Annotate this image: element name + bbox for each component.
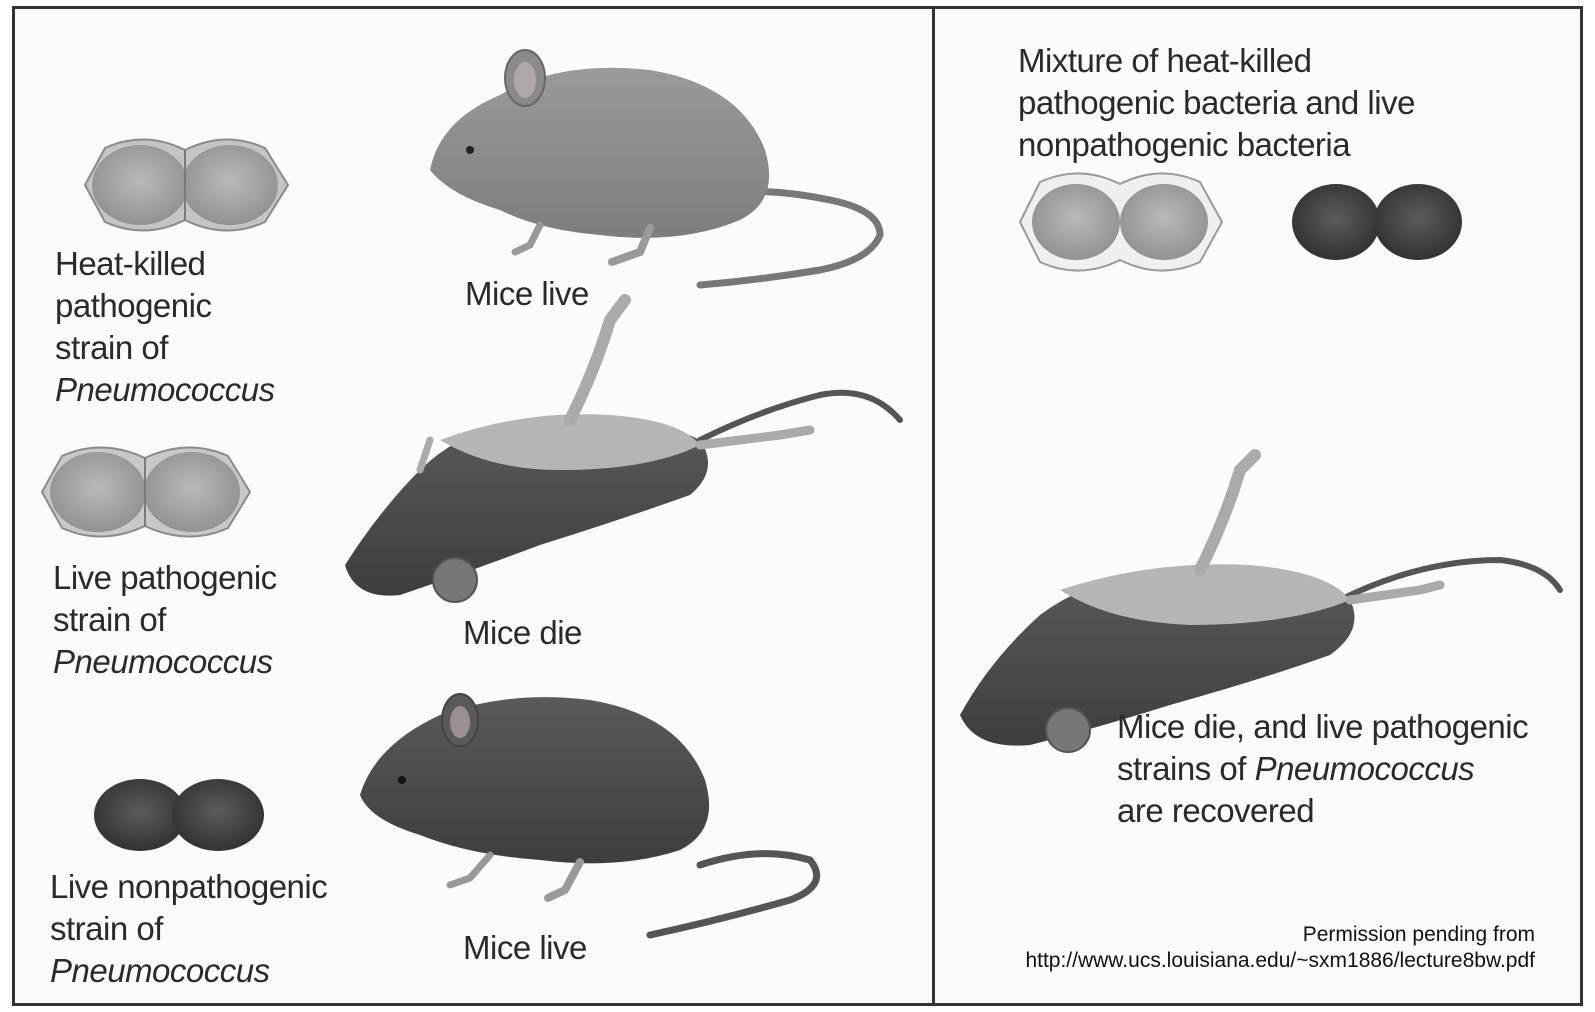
mixture-line-3: nonpathogenic bacteria xyxy=(1018,124,1415,166)
mixture-heat-killed-bacteria-icon xyxy=(1020,173,1222,270)
live-pathogenic-bacteria-icon xyxy=(42,447,250,536)
live-nonpathogenic-line-2: strain of xyxy=(50,908,327,950)
credit-block: Permission pending from http://www.ucs.l… xyxy=(1025,922,1535,974)
mixture-label: Mixture of heat-killed pathogenic bacter… xyxy=(1018,40,1415,166)
live-mouse-icon xyxy=(430,50,880,285)
live-mouse-dark-icon xyxy=(360,694,817,935)
heat-killed-line-1: Heat-killed xyxy=(55,243,275,285)
heat-killed-bacteria-icon xyxy=(85,139,288,230)
heat-killed-line-3: strain of xyxy=(55,327,275,369)
result-line-1: Mice die, and live pathogenic xyxy=(1117,706,1528,748)
mixture-line-1: Mixture of heat-killed xyxy=(1018,40,1415,82)
mice-live-label-2: Mice live xyxy=(463,927,587,969)
heat-killed-line-4: Pneumococcus xyxy=(55,369,275,411)
live-pathogenic-line-2: strain of xyxy=(53,599,277,641)
mixture-line-2: pathogenic bacteria and live xyxy=(1018,82,1415,124)
heat-killed-line-2: pathogenic xyxy=(55,285,275,327)
live-nonpathogenic-line-3: Pneumococcus xyxy=(50,950,327,992)
mice-die-label: Mice die xyxy=(463,612,582,654)
heat-killed-label: Heat-killed pathogenic strain of Pneumoc… xyxy=(55,243,275,411)
result-line-3: are recovered xyxy=(1117,790,1528,832)
credit-line-2: http://www.ucs.louisiana.edu/~sxm1886/le… xyxy=(1025,948,1535,974)
credit-line-1: Permission pending from xyxy=(1025,922,1535,948)
result-line-2-text: strains of xyxy=(1117,750,1246,787)
dead-mouse-icon xyxy=(345,300,900,602)
live-nonpathogenic-line-1: Live nonpathogenic xyxy=(50,866,327,908)
result-line-2-italic: Pneumococcus xyxy=(1255,750,1475,787)
live-nonpathogenic-label: Live nonpathogenic strain of Pneumococcu… xyxy=(50,866,327,992)
live-pathogenic-label: Live pathogenic strain of Pneumococcus xyxy=(53,557,277,683)
result-label: Mice die, and live pathogenic strains of… xyxy=(1117,706,1528,832)
live-pathogenic-line-1: Live pathogenic xyxy=(53,557,277,599)
live-nonpathogenic-bacteria-icon xyxy=(94,779,264,851)
mice-live-label-1: Mice live xyxy=(465,273,589,315)
result-line-2: strains of Pneumococcus xyxy=(1117,748,1528,790)
mixture-live-nonpathogenic-bacteria-icon xyxy=(1292,184,1462,260)
live-pathogenic-line-3: Pneumococcus xyxy=(53,641,277,683)
